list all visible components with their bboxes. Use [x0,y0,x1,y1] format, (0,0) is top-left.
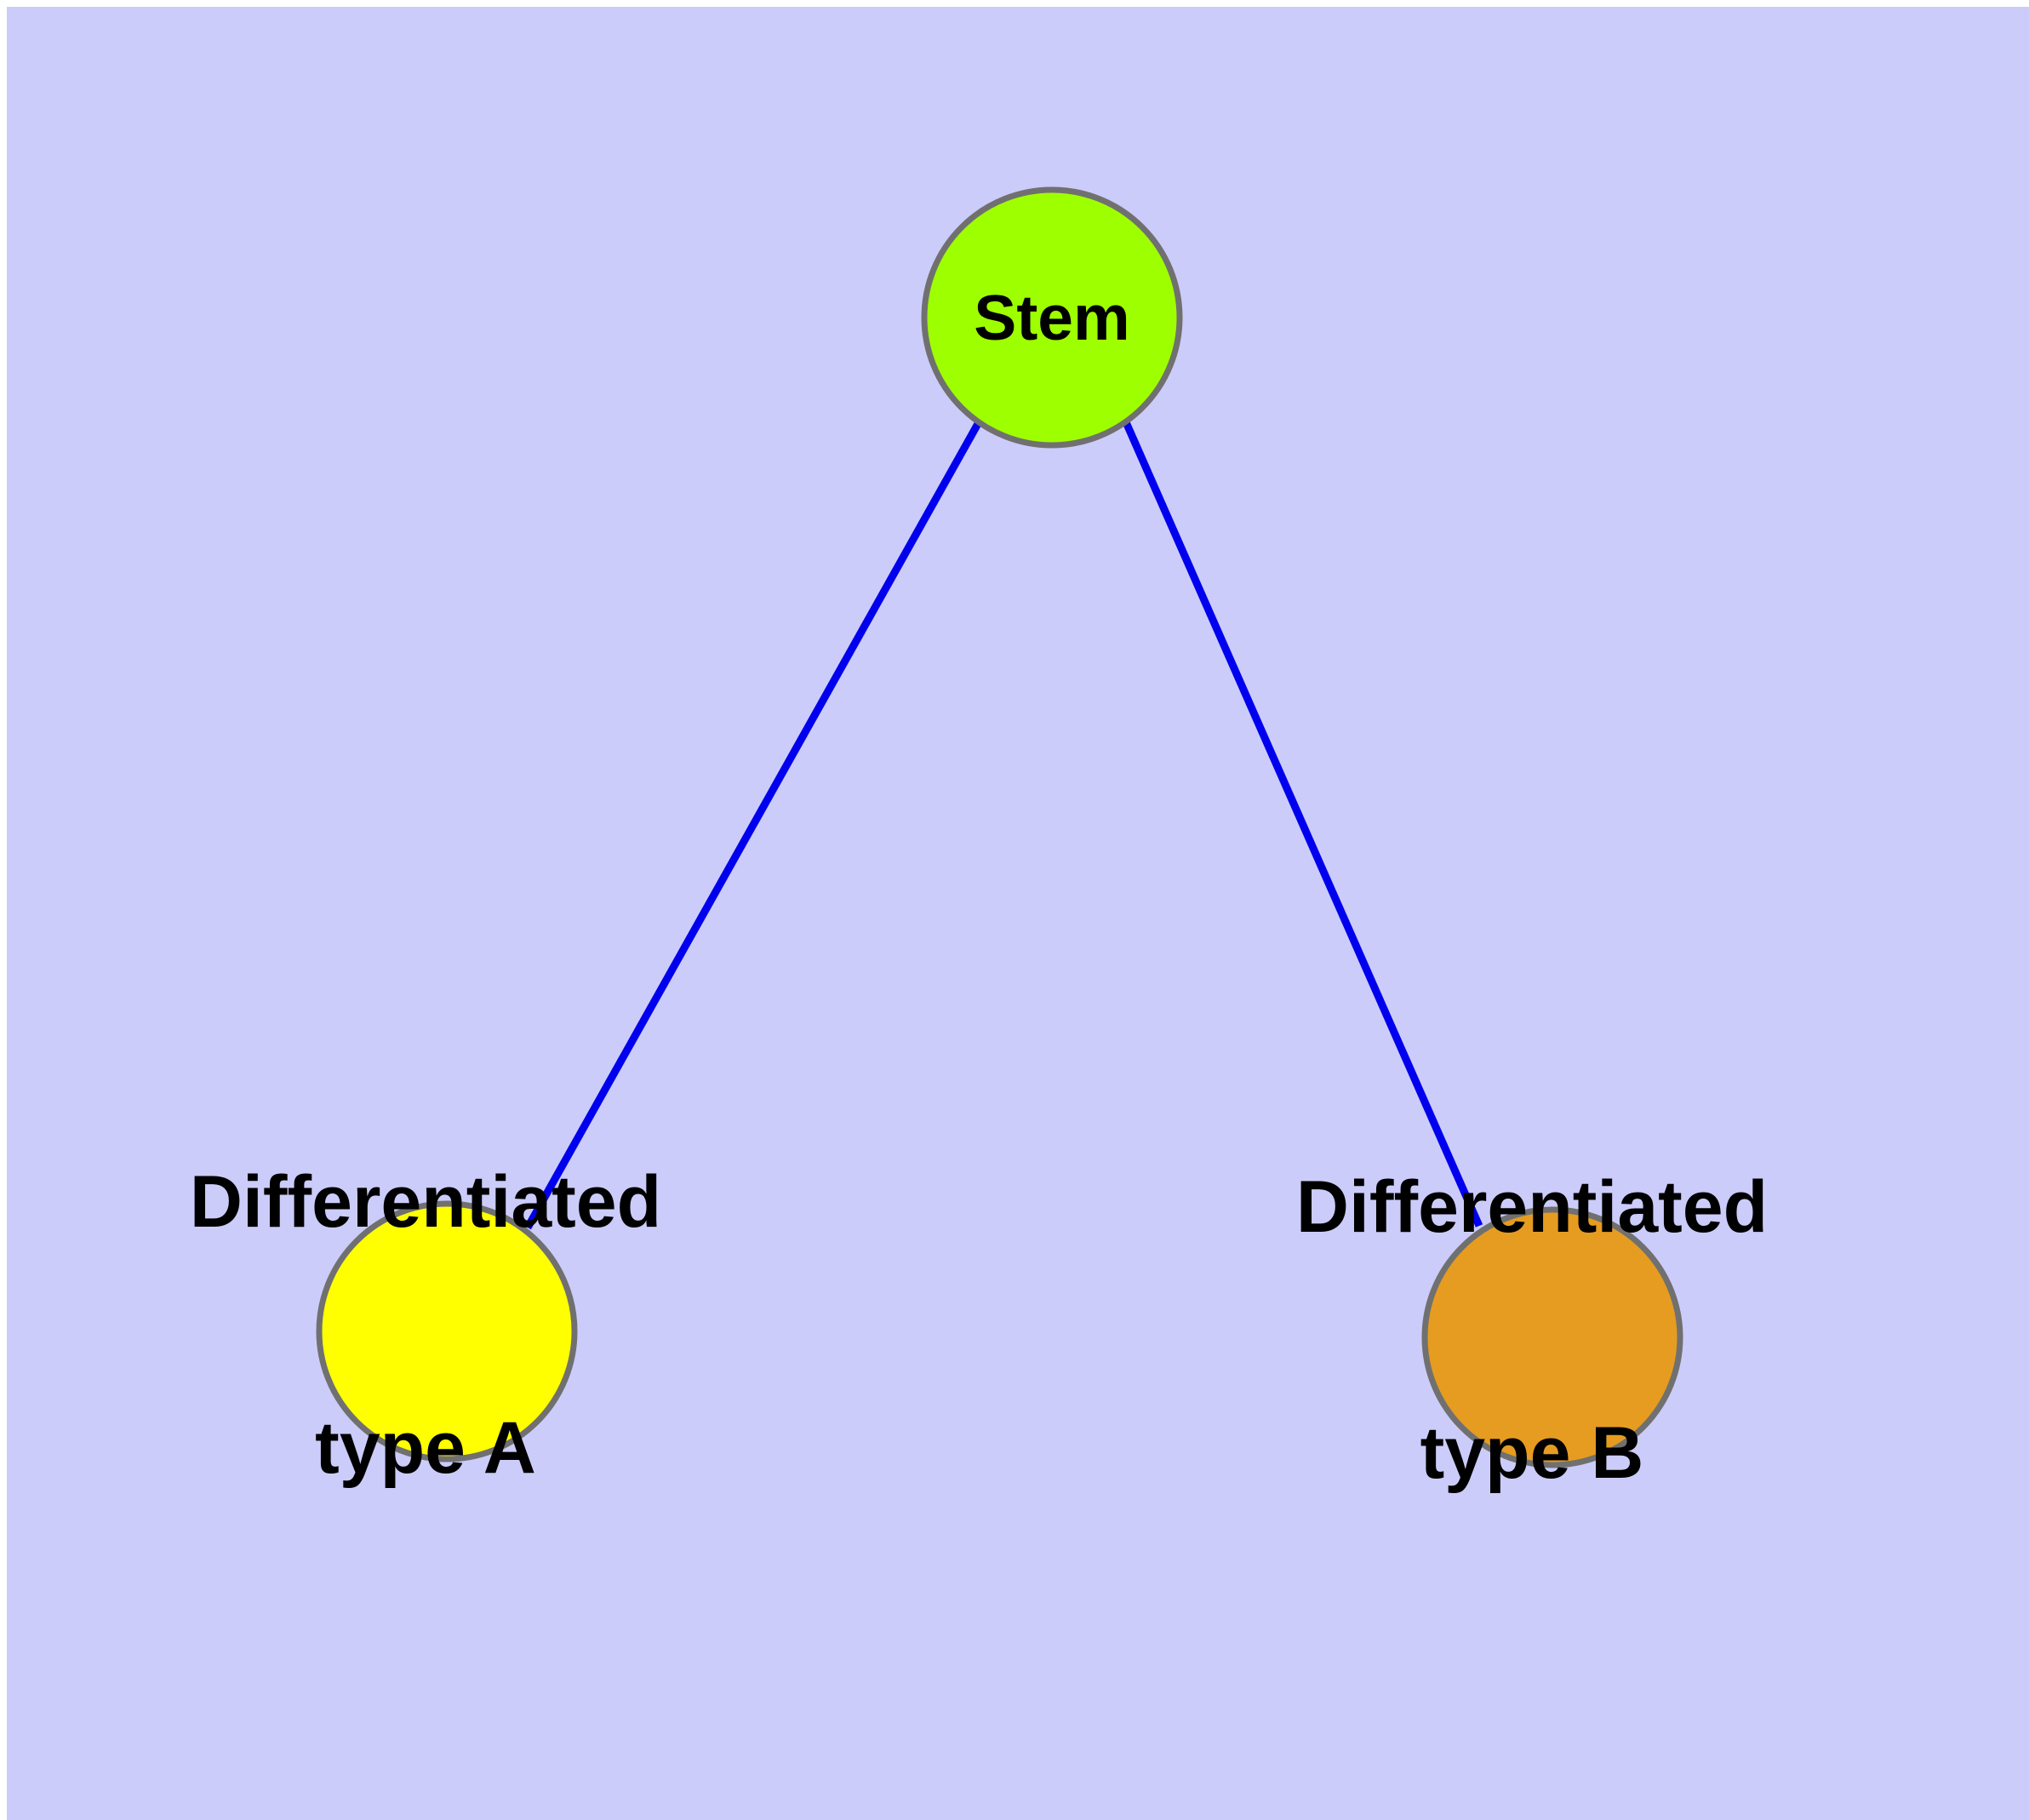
edge-stem-to-differentiated-b[interactable] [1122,421,1483,1228]
node-differentiated-b-circle[interactable] [1421,1206,1683,1468]
edge-layer [524,420,1483,1230]
node-layer [316,186,1683,1468]
node-stem-circle[interactable] [921,186,1183,449]
edge-stem-to-differentiated-a[interactable] [524,420,982,1230]
node-differentiated-a-circle[interactable] [316,1200,578,1462]
